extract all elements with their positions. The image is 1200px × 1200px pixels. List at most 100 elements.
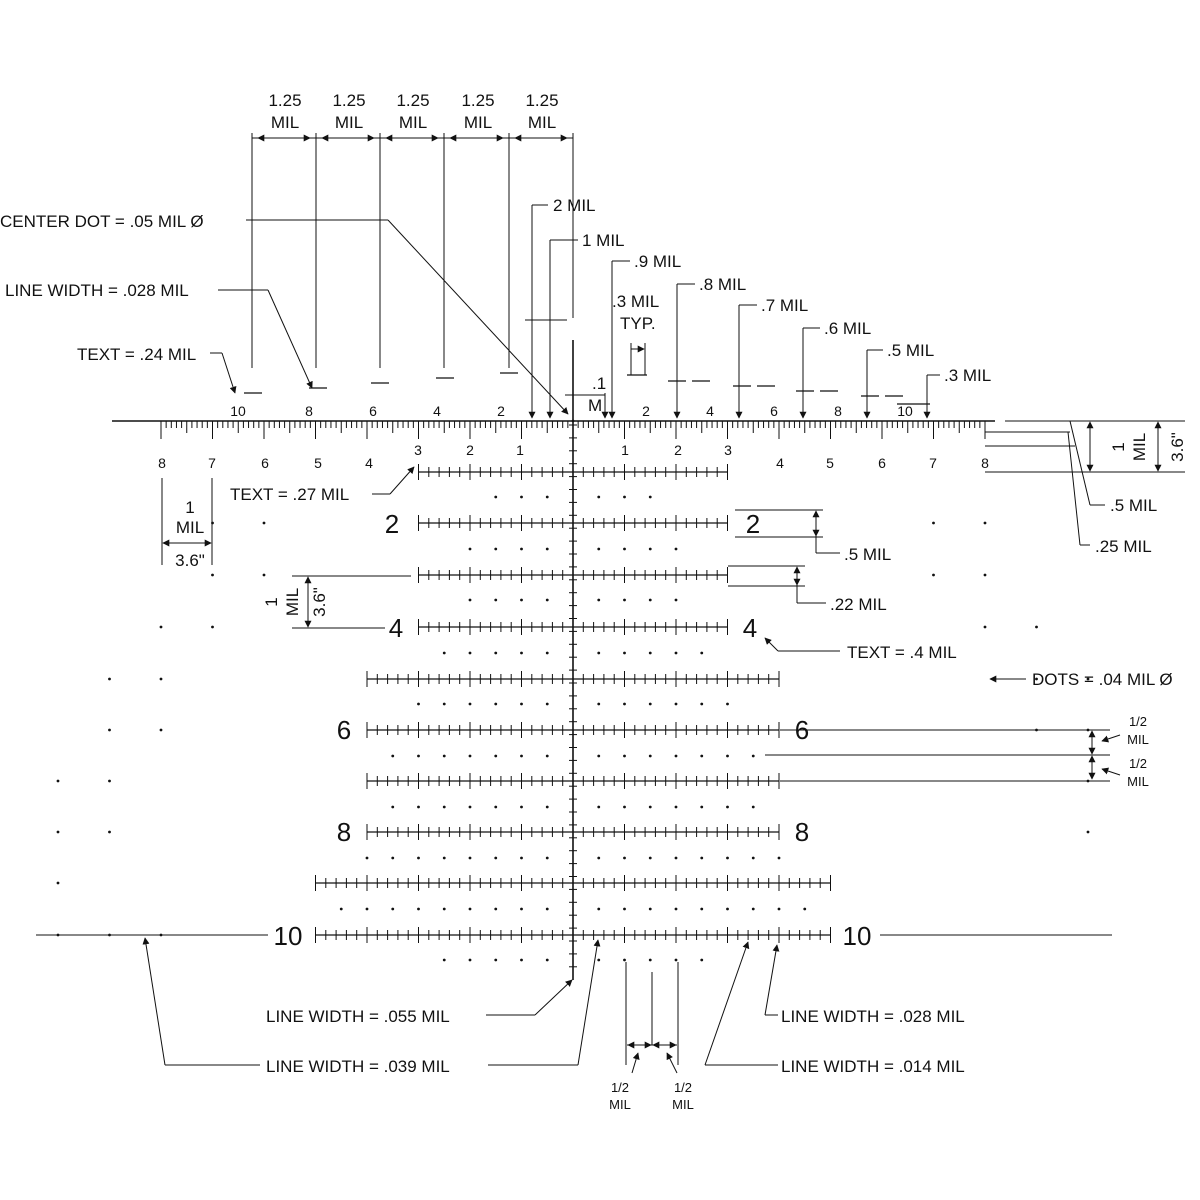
- left-dim-inches: 3.6": [175, 551, 205, 570]
- top-scale-label: 8: [834, 403, 842, 419]
- holdover-dot: [623, 958, 626, 962]
- holdover-dot: [468, 907, 472, 911]
- outer-dot: [159, 677, 163, 681]
- holdover-dot: [674, 805, 678, 809]
- lower-scale-label: 1: [516, 442, 524, 458]
- holdover-dot: [468, 702, 472, 706]
- row-number-4-right: 4: [743, 613, 757, 643]
- holdover-dot: [726, 907, 729, 911]
- holdover-dot: [777, 856, 781, 860]
- right-half-label: 1/2: [1129, 756, 1147, 771]
- holdover-dot: [545, 907, 549, 911]
- outer-dot: [56, 881, 60, 885]
- outer-dot: [1086, 677, 1090, 681]
- outer-dot: [1086, 830, 1090, 834]
- outer-dot: [1086, 779, 1090, 783]
- holdover-dot: [751, 856, 755, 860]
- holdover-dot: [494, 651, 498, 655]
- right-dim-p5: .5 MIL: [1110, 496, 1157, 515]
- holdover-dot: [623, 856, 626, 860]
- holdover-dot: [545, 702, 549, 706]
- text-top-callout: TEXT = .24 MIL: [77, 345, 196, 364]
- holdover-dot: [417, 856, 420, 860]
- outer-dot: [932, 573, 935, 577]
- holdover-dot: [520, 754, 523, 758]
- holdover-dot: [545, 495, 549, 499]
- lower-scale-label: 3: [724, 442, 732, 458]
- lw-014-callout: LINE WIDTH = .014 MIL: [781, 1057, 965, 1076]
- holdover-dot: [468, 598, 472, 602]
- holdover-dot: [442, 958, 446, 962]
- outer-dot: [108, 830, 111, 834]
- holdover-dot: [545, 958, 549, 962]
- holdover-dot: [365, 907, 369, 911]
- lower-scale-label: 2: [466, 442, 474, 458]
- lower-scale-label: 1: [621, 442, 629, 458]
- row-number-2-right: 2: [746, 509, 760, 539]
- holdover-dot: [520, 598, 523, 602]
- holdover-dot: [442, 754, 446, 758]
- holdover-dot: [597, 907, 601, 911]
- outer-dot: [56, 779, 60, 783]
- lower-scale-label: 2: [674, 442, 682, 458]
- holdover-dot: [365, 856, 369, 860]
- holdover-dot: [597, 958, 601, 962]
- left-callouts: CENTER DOT = .05 MIL Ø LINE WIDTH = .028…: [0, 212, 569, 504]
- lw-039-callout: LINE WIDTH = .039 MIL: [266, 1057, 450, 1076]
- top-scale-label: 4: [433, 403, 441, 419]
- outer-dot: [108, 728, 111, 732]
- height-label-m: M: [588, 396, 602, 415]
- lower-scale-label: 7: [208, 455, 216, 471]
- row-number-6-right: 6: [795, 715, 809, 745]
- holdover-dot: [648, 702, 652, 706]
- holdover-dot: [648, 651, 652, 655]
- reticle-geometry: [36, 340, 1185, 980]
- holdover-dot: [442, 856, 446, 860]
- holdover-dot: [520, 495, 523, 499]
- holdover-dot: [623, 598, 626, 602]
- holdover-dot: [442, 702, 446, 706]
- holdover-dot: [623, 495, 626, 499]
- text-mid-callout: TEXT = .27 MIL: [230, 485, 349, 504]
- height-label-typ-word: TYP.: [620, 314, 656, 333]
- lw-028-callout: LINE WIDTH = .028 MIL: [781, 1007, 965, 1026]
- top-scale: 10 8 6 4 2 2 4 6 8 10 8 7 6 5 4 3 2 1 1 …: [112, 372, 995, 471]
- holdover-dot: [520, 651, 523, 655]
- holdover-dot: [623, 702, 626, 706]
- lower-scale-label: 3: [414, 442, 422, 458]
- holdover-dot: [468, 547, 472, 551]
- top-scale-label: 6: [770, 403, 778, 419]
- bottom-half-mil: MIL: [609, 1097, 631, 1112]
- holdover-dot: [391, 805, 395, 809]
- holdover-dot: [700, 907, 704, 911]
- height-label-p9: .9 MIL: [634, 252, 681, 271]
- left-dimensions: 1 MIL 3.6" 1 MIL 3.6": [161, 478, 411, 629]
- outer-dot: [1035, 625, 1038, 629]
- bottom-half-label: 1/2: [611, 1080, 629, 1095]
- holdover-dot: [700, 651, 704, 655]
- right-half-mil: MIL: [1127, 774, 1149, 789]
- right-dim-one: 1: [1109, 442, 1128, 451]
- lower-scale-label: 7: [929, 455, 937, 471]
- outer-dot: [108, 933, 111, 937]
- holdover-dot: [674, 547, 678, 551]
- holdover-dot: [597, 702, 601, 706]
- lower-scale-label: 5: [314, 455, 322, 471]
- outer-dot: [983, 573, 987, 577]
- holdover-dot: [700, 856, 704, 860]
- holdover-dot: [648, 495, 652, 499]
- holdover-dot: [648, 754, 652, 758]
- holdover-dot: [494, 495, 498, 499]
- dots-callout: DOTS = .04 MIL Ø: [1032, 670, 1173, 689]
- outer-dot: [983, 625, 987, 629]
- holdover-dot: [339, 907, 343, 911]
- holdover-dot: [545, 805, 549, 809]
- holdover-dot: [674, 651, 678, 655]
- outer-dot: [1086, 728, 1090, 732]
- holdover-dot: [726, 856, 729, 860]
- holdover-dot: [391, 856, 395, 860]
- outer-dot: [262, 573, 266, 577]
- holdover-dot: [494, 856, 498, 860]
- holdover-dot: [726, 805, 729, 809]
